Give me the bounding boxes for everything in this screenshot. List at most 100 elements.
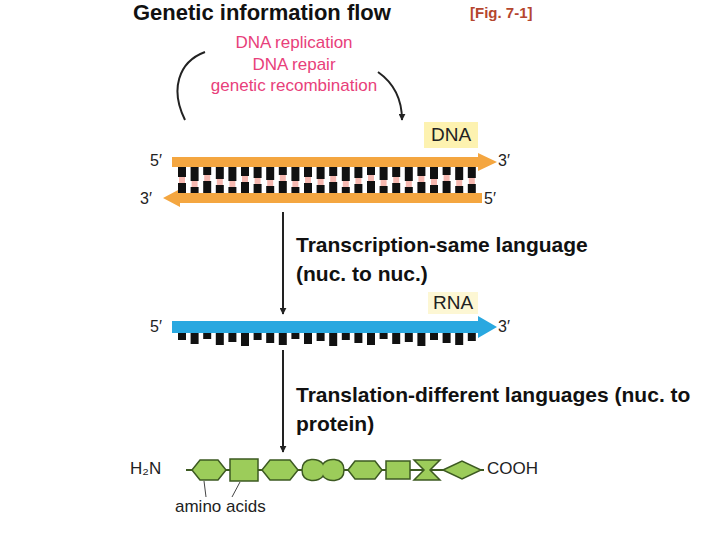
base (392, 183, 400, 193)
hydrogen-bond (406, 181, 412, 187)
base (329, 167, 337, 176)
hydrogen-bond (444, 175, 450, 181)
base (342, 333, 350, 340)
base (417, 182, 425, 193)
base (203, 181, 211, 193)
base (392, 333, 400, 344)
hydrogen-bond (381, 180, 387, 186)
base (455, 167, 463, 180)
amino-acid (262, 460, 298, 480)
molecule-label: RNA (428, 292, 478, 314)
cycle-arrow (178, 52, 402, 120)
flow-arrow (282, 350, 284, 452)
hydrogen-bond (242, 176, 248, 182)
process-note: DNA repair (194, 55, 394, 75)
base (178, 167, 186, 177)
base (178, 333, 186, 340)
base (304, 333, 312, 344)
amino-acid-chain (192, 459, 481, 481)
base (367, 167, 375, 175)
base (443, 181, 451, 193)
process-note: genetic recombination (194, 76, 394, 96)
amino-acid (302, 459, 344, 480)
base (468, 167, 476, 178)
base (380, 186, 388, 193)
hydrogen-bond (305, 177, 311, 183)
hydrogen-bond (368, 175, 374, 181)
base (228, 333, 236, 342)
hydrogen-bond (469, 178, 475, 184)
part-label: amino acids (175, 497, 266, 517)
base (443, 333, 451, 343)
process-note: DNA replication (194, 33, 394, 53)
base (455, 186, 463, 193)
hydrogen-bond (330, 176, 336, 182)
base (380, 333, 388, 339)
base (380, 167, 388, 180)
amino-acid (386, 461, 410, 479)
base (203, 333, 211, 339)
base (241, 333, 249, 346)
base (191, 167, 199, 181)
base (317, 185, 325, 193)
leader-line (232, 482, 240, 497)
hydrogen-bond (229, 181, 235, 187)
protein-chain: amino acids (140, 452, 490, 524)
base (191, 333, 199, 344)
base (468, 184, 476, 193)
base (216, 333, 224, 345)
hydrogen-bond (456, 180, 462, 186)
hydrogen-bond (267, 180, 273, 186)
base (405, 187, 413, 193)
base (254, 333, 262, 340)
figure-reference: [Fig. 7-1] (470, 4, 533, 21)
base (279, 333, 287, 345)
base (266, 186, 274, 193)
base (279, 181, 287, 193)
molecule-label: DNA (424, 122, 478, 148)
base (405, 333, 413, 342)
terminus-label: COOH (487, 459, 538, 479)
base (405, 167, 413, 181)
base (254, 167, 262, 178)
strand-end: 3′ (498, 152, 510, 170)
base-pairs (178, 167, 476, 193)
base (354, 167, 362, 178)
base (317, 167, 325, 179)
base (279, 167, 287, 175)
hydrogen-bond (318, 179, 324, 185)
hydrogen-bond (204, 175, 210, 181)
hydrogen-bond (418, 176, 424, 182)
strand-end: 5′ (150, 152, 162, 170)
hydrogen-bond (292, 181, 298, 187)
base (291, 167, 299, 181)
base (317, 333, 325, 341)
base (216, 167, 224, 179)
base (430, 333, 438, 340)
base (443, 167, 451, 175)
base (241, 167, 249, 176)
base (430, 185, 438, 193)
base (216, 185, 224, 193)
amino-acid (348, 461, 382, 479)
base (468, 333, 476, 341)
rna-bases (178, 333, 476, 346)
edge-label: Transcription-same language (nuc. to nuc… (296, 230, 616, 289)
strand-end: 3′ (140, 190, 152, 208)
amino-acid (230, 459, 258, 481)
terminus-label: H₂N (130, 459, 161, 479)
base (203, 167, 211, 175)
base (367, 333, 375, 345)
hydrogen-bond (192, 181, 198, 187)
hydrogen-bond (179, 177, 185, 183)
base (417, 333, 425, 346)
base (228, 187, 236, 193)
base (304, 167, 312, 177)
flow-arrow (282, 212, 284, 314)
hydrogen-bond (280, 175, 286, 181)
base (178, 183, 186, 193)
base (329, 182, 337, 193)
base (455, 333, 463, 345)
base (367, 181, 375, 193)
amino-acid (443, 461, 481, 479)
